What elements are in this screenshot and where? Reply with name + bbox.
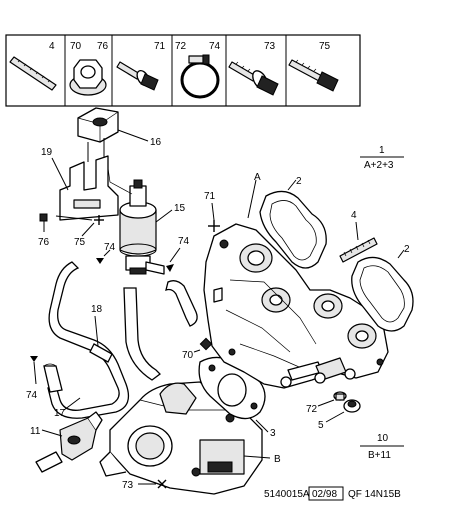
callout-A: A — [254, 172, 261, 183]
callout-15: 15 — [174, 203, 186, 214]
callout-74-left: 74 — [104, 242, 116, 253]
callout-4: 4 — [351, 210, 357, 221]
pump-15 — [107, 167, 165, 275]
screw-marker-73 — [157, 479, 167, 489]
callout-18: 18 — [91, 304, 103, 315]
footer-code: QF 14N15B — [348, 489, 401, 500]
group-1-contents: A+2+3 — [364, 160, 394, 171]
footer-date: 02/98 — [312, 489, 337, 500]
callout-B: B — [274, 454, 281, 465]
header-label-70: 70 — [70, 41, 82, 52]
nut-marker-70 — [199, 337, 213, 351]
callout-74-right: 74 — [178, 236, 190, 247]
callout-72: 72 — [306, 404, 318, 415]
clamp-72 — [333, 391, 347, 401]
callout-16: 16 — [150, 137, 162, 148]
throttle-body-B — [99, 381, 263, 495]
group-1-number: 1 — [379, 145, 385, 156]
stud-4 — [339, 237, 378, 263]
hose-clamp-icon — [180, 54, 220, 99]
screw-marker-71 — [208, 220, 220, 232]
screw-icon — [288, 59, 339, 92]
header-label-76: 76 — [97, 41, 109, 52]
callout-17: 17 — [54, 408, 66, 419]
callout-73: 73 — [122, 480, 134, 491]
fastener-header-box: 4 70 76 71 72 74 73 — [5, 34, 361, 107]
callout-71: 71 — [204, 191, 216, 202]
group-10-contents: B+11 — [368, 450, 391, 461]
group-label-10: 10 B+11 — [360, 433, 404, 461]
flange-bolt-icon — [228, 61, 279, 96]
connector-11 — [35, 411, 103, 473]
callout-75: 75 — [74, 237, 86, 248]
intake-manifold-A — [203, 223, 389, 389]
callout-2-upper: 2 — [296, 176, 302, 187]
nut-marker-76 — [39, 213, 48, 222]
header-label-72: 72 — [175, 41, 187, 52]
header-label-74: 74 — [209, 41, 221, 52]
bracket-16 — [77, 107, 149, 143]
callout-11: 11 — [30, 426, 41, 437]
hose-17-18 — [43, 261, 198, 419]
footer-ref: 5140015A — [264, 489, 310, 500]
header-label-73: 73 — [264, 41, 276, 52]
bracket-19 — [59, 138, 119, 221]
header-label-4: 4 — [49, 41, 55, 52]
callout-5: 5 — [318, 420, 324, 431]
callout-19: 19 — [41, 147, 53, 158]
stud-icon — [9, 56, 57, 91]
gasket-2-right — [351, 256, 414, 332]
callout-74-lower: 74 — [26, 390, 38, 401]
screw-marker-75 — [94, 215, 104, 225]
flange-nut-icon — [69, 59, 107, 96]
callout-3: 3 — [270, 428, 276, 439]
callout-70: 70 — [182, 350, 194, 361]
callout-2-right: 2 — [404, 244, 410, 255]
fitting-5 — [343, 399, 361, 413]
group-10-number: 10 — [377, 433, 389, 444]
gasket-2-upper — [259, 190, 327, 269]
callout-76: 76 — [38, 237, 50, 248]
header-label-71: 71 — [154, 41, 166, 52]
header-label-75: 75 — [319, 41, 331, 52]
group-label-1: 1 A+2+3 — [360, 145, 404, 171]
bolt-washer-icon — [116, 61, 159, 91]
footer-reference: 5140015A 02/98 QF 14N15B — [264, 486, 401, 501]
